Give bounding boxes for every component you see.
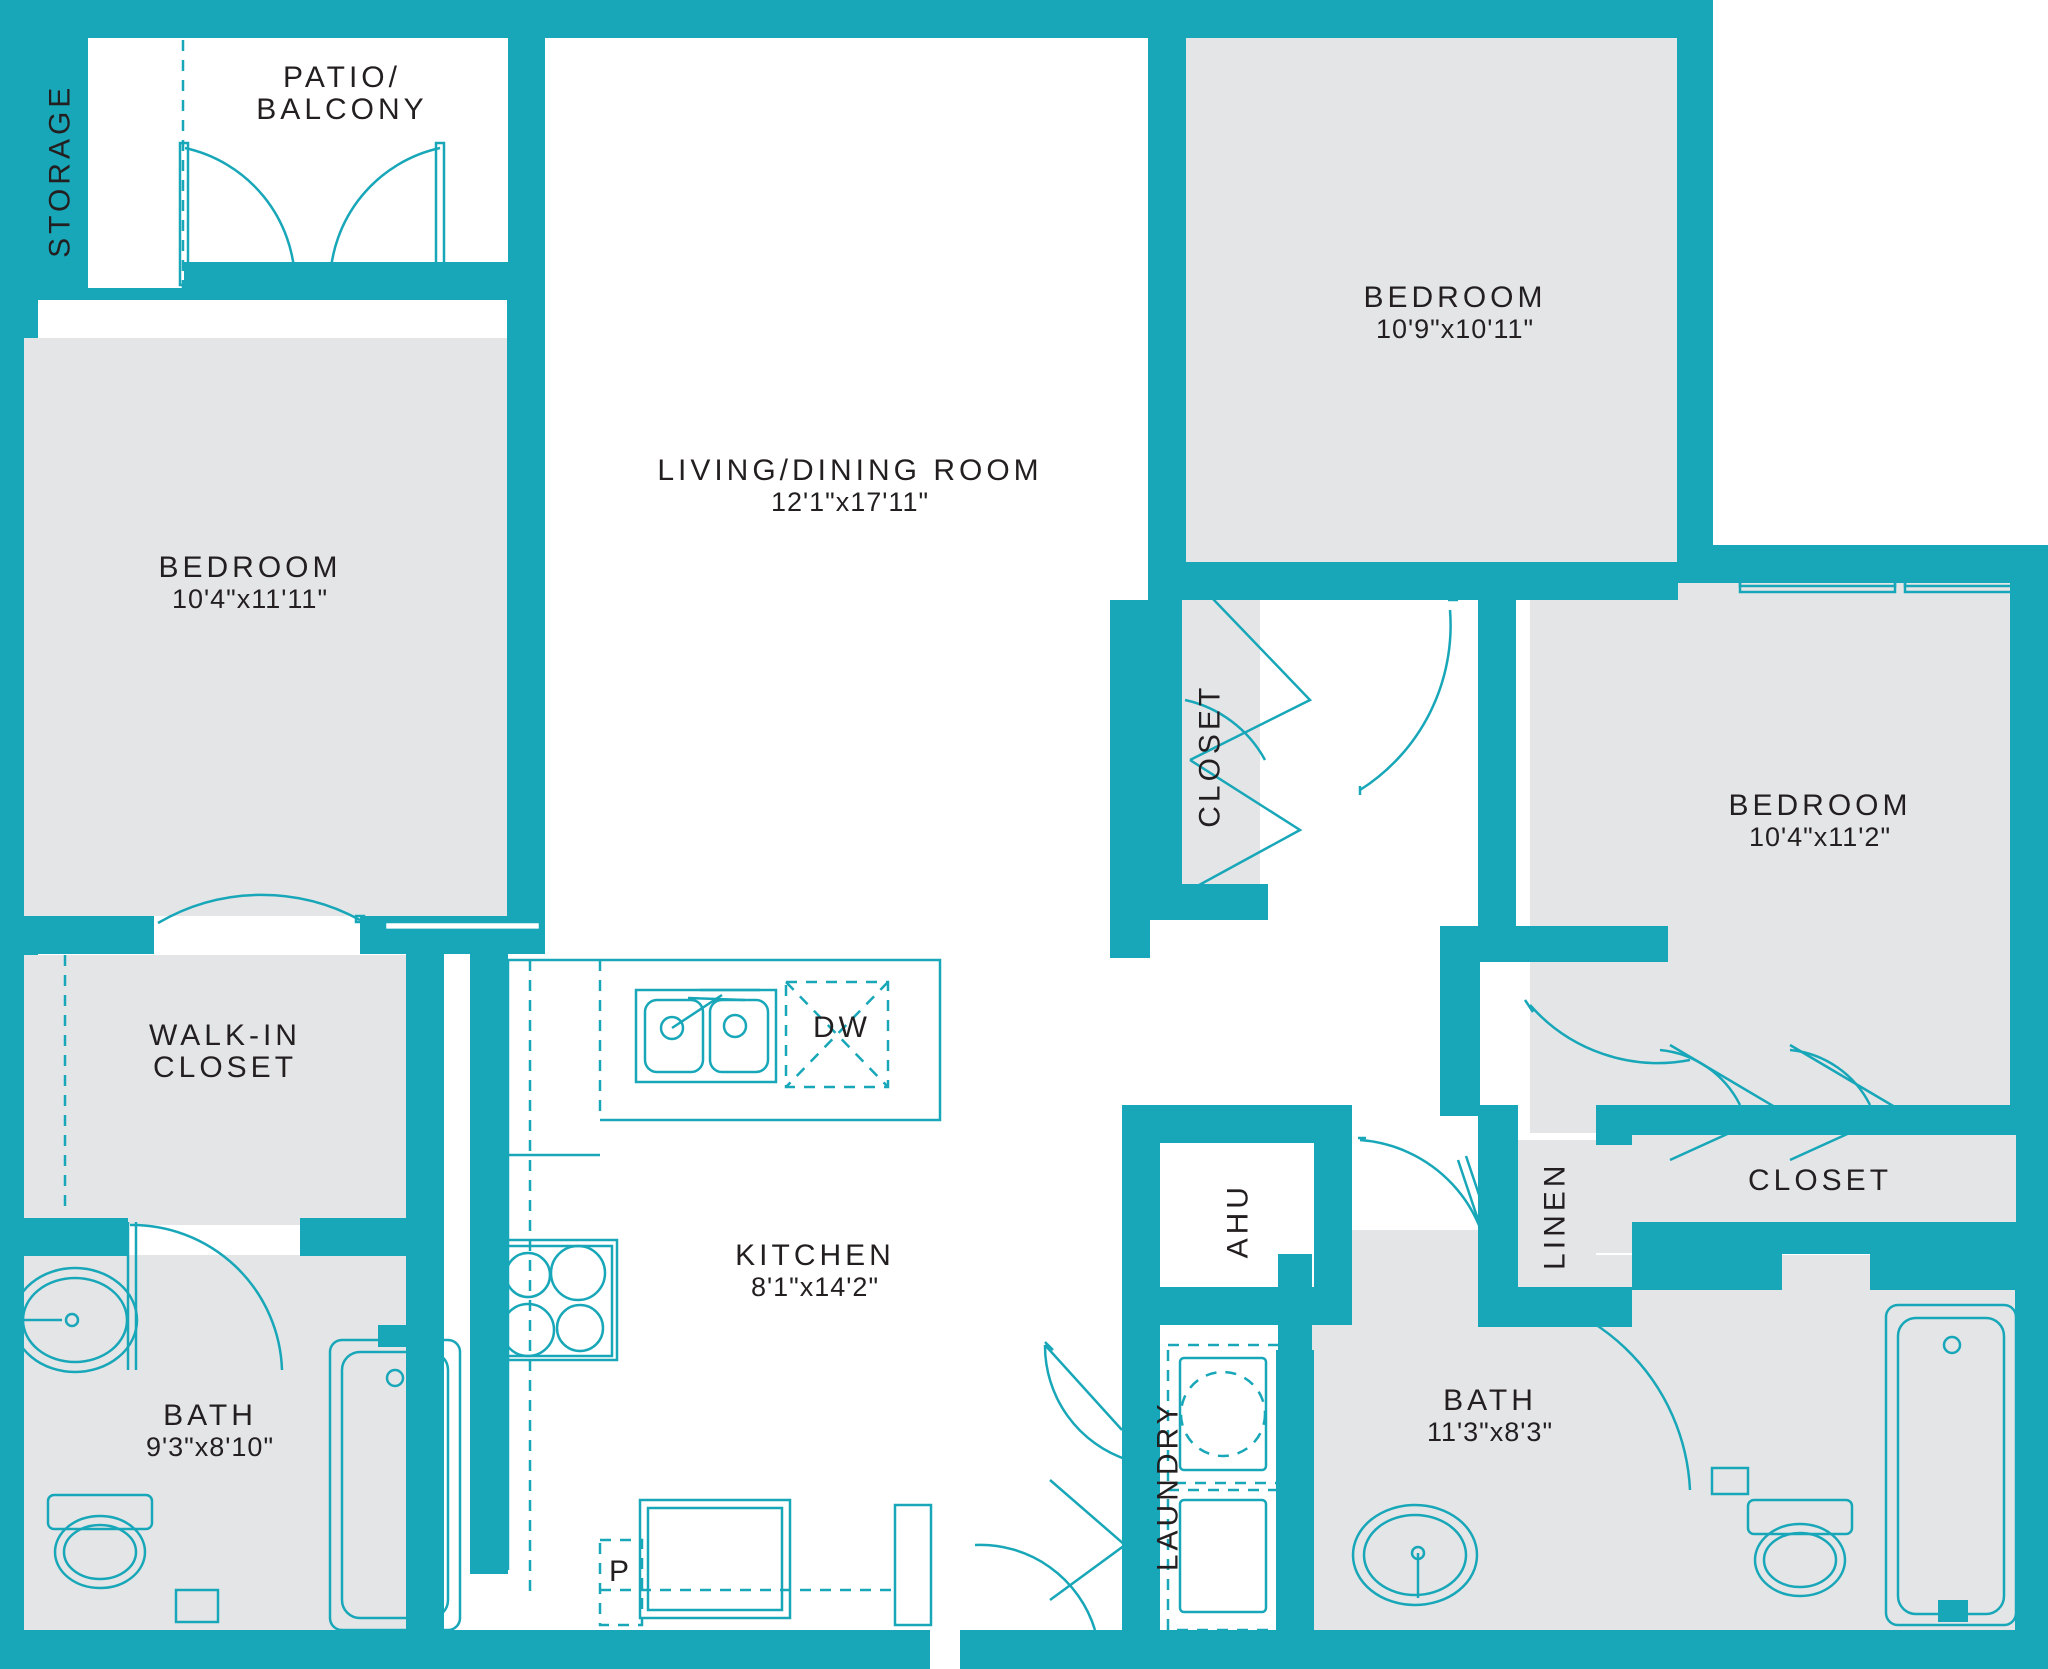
wall-living-bottom: [1110, 918, 1150, 958]
label-bedroom-right: BEDROOM 10'4"x11'2": [1655, 790, 1985, 853]
wall-living-left: [507, 300, 545, 916]
wall-ahu-bottom: [1122, 1287, 1352, 1325]
room-name-bedroom-left: BEDROOM: [158, 551, 342, 584]
fixture-label-dw: DW: [813, 1011, 871, 1044]
wall-top: [545, 0, 1185, 38]
label-closet-mid: CLOSET: [1193, 656, 1227, 856]
fixture-label-pantry: P: [608, 1555, 633, 1588]
wall-closet-mid-left: [1148, 562, 1182, 918]
room-dim-bedroom-left: 10'4"x11'11": [171, 583, 329, 614]
room-name-bath-left: BATH: [163, 1399, 257, 1432]
room-name-living-dining: LIVING/DINING ROOM: [657, 454, 1043, 487]
label-storage: STORAGE: [43, 71, 77, 271]
room-fill-bath-left: [24, 1255, 444, 1630]
wall-bath-right-top: [1632, 1252, 1782, 1290]
label-patio-balcony: PATIO/ BALCONY: [192, 62, 492, 125]
room-fill-bedroom-right: [1530, 583, 2010, 1133]
label-dishwasher: DW: [797, 1012, 887, 1044]
wall-living-right: [1148, 0, 1186, 600]
wall-top-bedroom: [1148, 0, 1678, 38]
wall-linen-right: [1596, 1105, 1632, 1145]
wall-bath-right-top2: [1870, 1252, 2015, 1290]
label-ahu: AHU: [1221, 1146, 1255, 1296]
wall-bedroom-top-bottom: [1148, 562, 1478, 600]
wall-closet-bath: [24, 1218, 128, 1256]
room-name-patio-line1: PATIO/: [283, 61, 401, 94]
room-name-patio-line2: BALCONY: [256, 92, 428, 126]
label-closet-right: CLOSET: [1700, 1165, 1940, 1197]
wall-segment: [0, 0, 545, 38]
room-name-closet-mid: CLOSET: [1193, 683, 1227, 828]
label-bedroom-left: BEDROOM 10'4"x11'11": [85, 552, 415, 615]
room-fill-bedroom-top: [1172, 38, 1677, 568]
label-bath-left: BATH 9'3"x8'10": [65, 1400, 355, 1463]
room-name-wic-line2: CLOSET: [152, 1050, 298, 1084]
storage-room-upper: [88, 38, 184, 173]
room-fill-bath-right: [1305, 1255, 2015, 1630]
room-dim-bedroom-right: 10'4"x11'2": [1748, 821, 1892, 852]
label-kitchen: KITCHEN 8'1"x14'2": [670, 1240, 960, 1303]
room-name-bath-right: BATH: [1443, 1384, 1537, 1417]
room-name-storage: STORAGE: [43, 83, 77, 258]
wall-laundry-left: [1122, 1325, 1160, 1630]
room-name-bedroom-top: BEDROOM: [1363, 281, 1547, 314]
storage-room: [88, 170, 184, 288]
wall-bath-right-left: [1278, 1254, 1312, 1630]
room-fill-bedroom-left: [24, 338, 544, 916]
label-living-dining: LIVING/DINING ROOM 12'1"x17'11": [580, 455, 1120, 518]
label-pantry: P: [598, 1556, 644, 1588]
room-fill-linen: [1516, 1140, 1596, 1300]
patio-opening: [184, 38, 440, 148]
room-name-bedroom-right: BEDROOM: [1728, 789, 1912, 822]
wall-corridor-top: [1478, 926, 1668, 962]
room-dim-kitchen: 8'1"x14'2": [750, 1271, 880, 1302]
room-name-laundry: LAUNDRY: [1151, 1400, 1185, 1572]
room-name-kitchen: KITCHEN: [735, 1239, 895, 1272]
wall-segment: [507, 0, 545, 300]
wall-bottom: [960, 1630, 2048, 1669]
room-name-wic-line1: WALK-IN: [149, 1019, 301, 1052]
room-dim-bath-right: 11'3"x8'3": [1426, 1416, 1554, 1447]
label-bath-right: BATH 11'3"x8'3": [1345, 1385, 1635, 1448]
room-dim-bedroom-top: 10'9"x10'11": [1375, 313, 1535, 344]
wall-kitchen-left: [470, 954, 508, 1574]
wall-living-right-lower: [1110, 600, 1148, 930]
wall-bedroom-left-bottom: [24, 916, 154, 954]
room-fill-walk-in-closet: [24, 955, 444, 1225]
label-laundry: LAUNDRY: [1151, 1366, 1185, 1606]
wall-bath-left-right: [406, 1218, 444, 1630]
wall-closet-right-top: [1632, 1105, 2016, 1135]
wall-closet-mid-bottom: [1148, 884, 1268, 920]
room-dim-living-dining: 12'1"x17'11": [770, 486, 930, 517]
label-linen: LINEN: [1538, 1131, 1572, 1301]
room-name-closet-right: CLOSET: [1747, 1164, 1893, 1197]
room-name-ahu: AHU: [1221, 1183, 1255, 1259]
wall-right-top: [1675, 0, 1713, 580]
label-bedroom-top: BEDROOM 10'9"x10'11": [1290, 282, 1620, 345]
wall-bottom-left: [0, 1630, 930, 1669]
wall-bedroom-right-left: [1478, 562, 1516, 962]
room-dim-bath-left: 9'3"x8'10": [145, 1431, 275, 1462]
wall-ahu-top: [1122, 1105, 1352, 1143]
wall-segment: [0, 0, 90, 300]
label-walk-in-closet: WALK-IN CLOSET: [85, 1020, 365, 1083]
wall-corridor-right: [1440, 926, 1480, 1116]
wall-wic-right: [406, 954, 444, 1224]
room-name-linen: LINEN: [1538, 1161, 1572, 1270]
wall-closet-right-bottom: [1632, 1222, 2016, 1254]
